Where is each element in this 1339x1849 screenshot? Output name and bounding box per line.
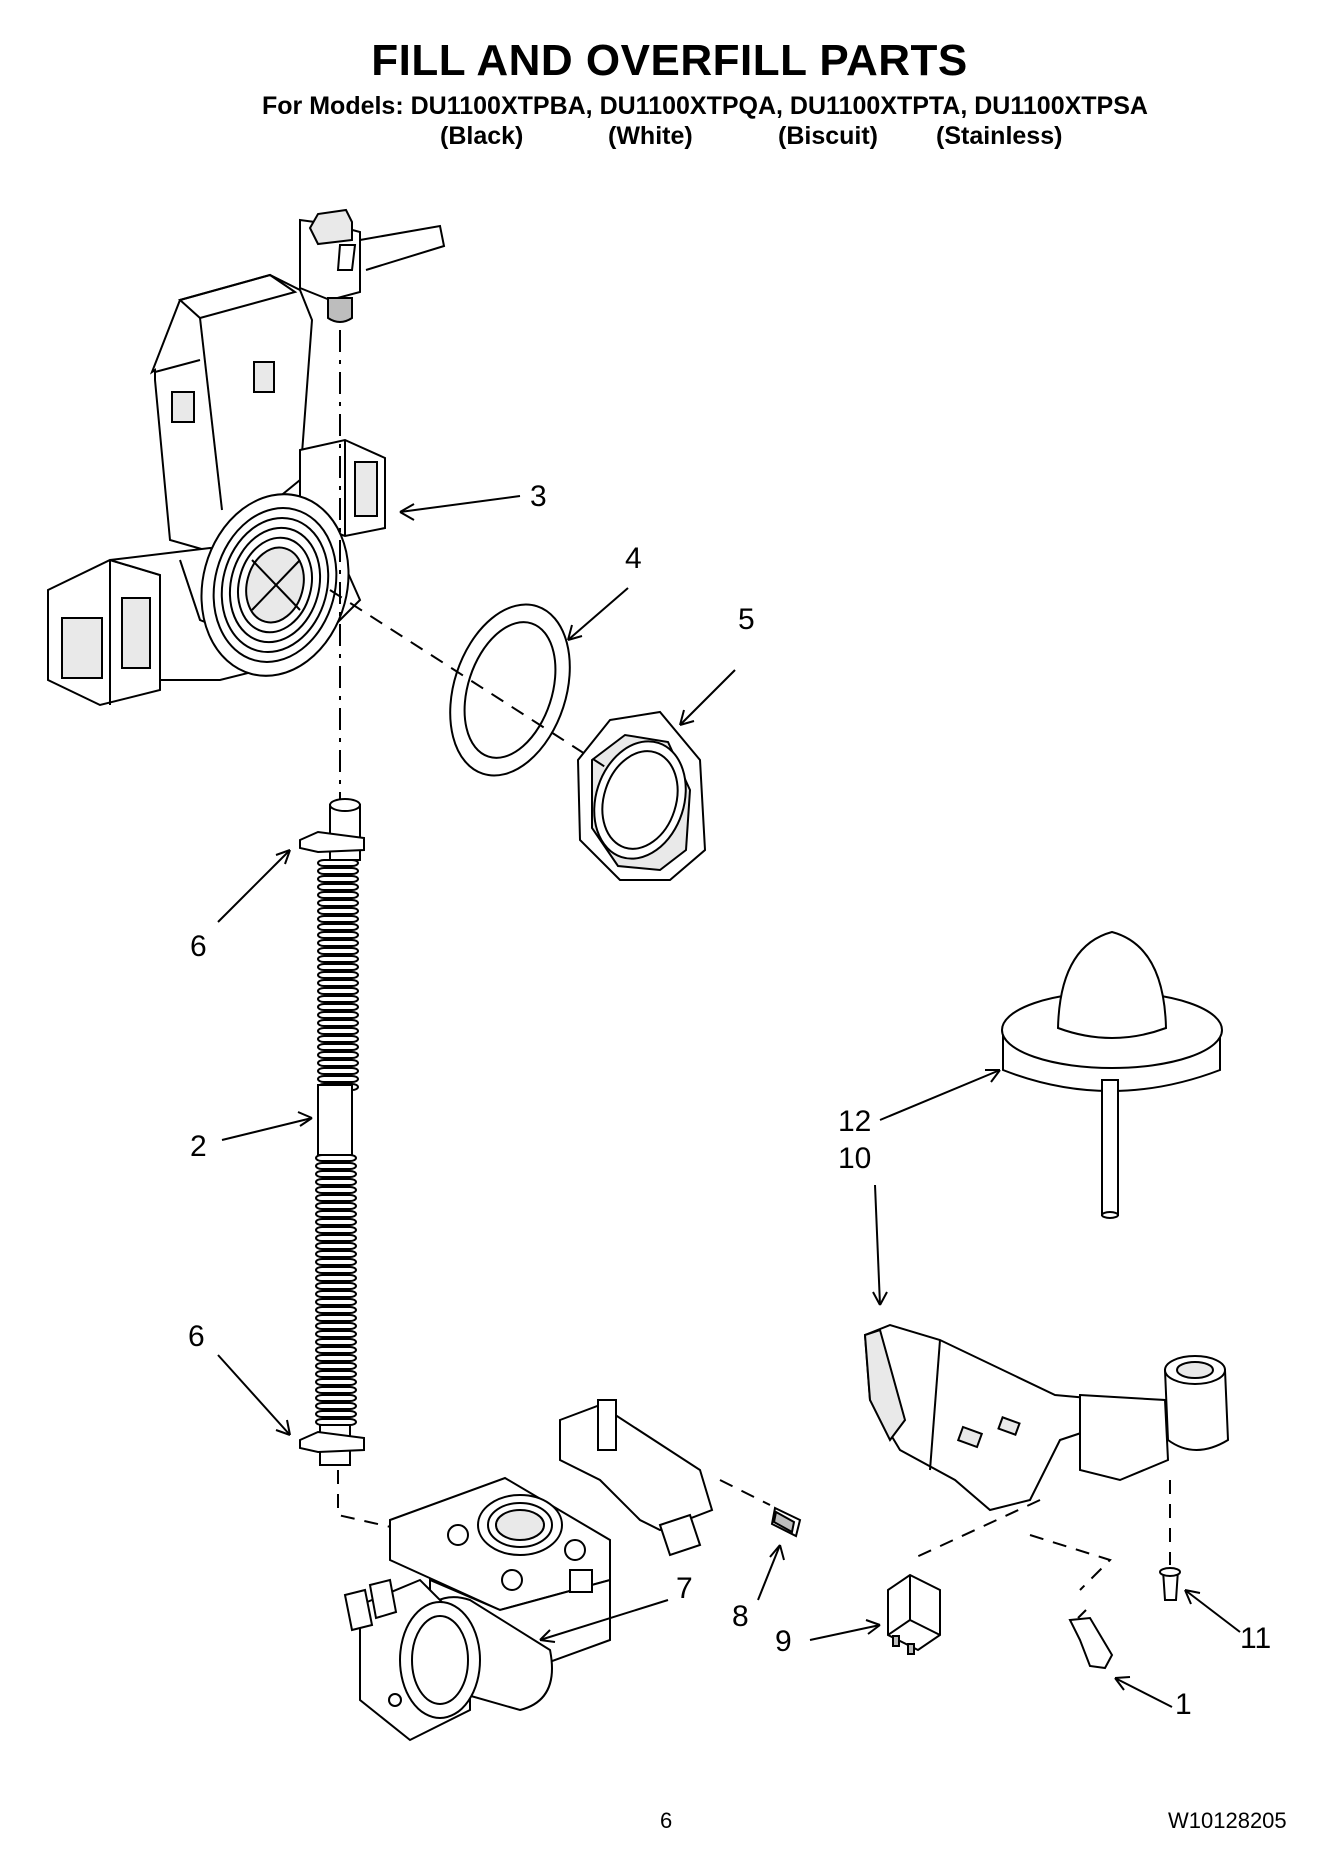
part-9-switch xyxy=(887,1573,941,1655)
callout-1: 1 xyxy=(1175,1688,1192,1721)
part-1-lever xyxy=(1068,1609,1114,1670)
part-7-water-valve xyxy=(343,1399,714,1742)
alignment-line-bracket-to-switch xyxy=(909,1499,1041,1561)
part-4-gasket xyxy=(449,603,571,777)
callout-arrows xyxy=(217,495,1241,1708)
part-10-float-bracket xyxy=(863,1323,1230,1512)
callout-11: 11 xyxy=(1240,1622,1272,1655)
color-biscuit: (Biscuit) xyxy=(778,122,878,150)
callout-9: 9 xyxy=(775,1625,792,1658)
callout-2: 2 xyxy=(190,1130,207,1163)
alignment-line-valve-to-screw xyxy=(719,1479,771,1506)
callout-8: 8 xyxy=(732,1600,749,1633)
callout-6-upper: 6 xyxy=(190,930,207,963)
color-white: (White) xyxy=(608,122,693,150)
part-11-screw xyxy=(1159,1567,1181,1601)
callout-6-lower: 6 xyxy=(188,1320,205,1353)
color-stainless: (Stainless) xyxy=(936,122,1063,150)
alignment-line-bracket-to-lever xyxy=(1029,1534,1112,1591)
callout-4: 4 xyxy=(625,542,642,575)
part-2-fill-hose xyxy=(299,798,365,1466)
callout-5: 5 xyxy=(738,603,755,636)
models-line: For Models: DU1100XTPBA, DU1100XTPQA, DU… xyxy=(262,92,1148,120)
callout-7: 7 xyxy=(676,1572,693,1605)
hose-corrugations-lower xyxy=(315,1154,357,1426)
callout-10: 10 xyxy=(838,1142,872,1175)
part-5-hex-nut xyxy=(576,710,707,881)
page-number: 6 xyxy=(660,1808,673,1833)
alignment-line-3-4-5 xyxy=(329,589,611,771)
part-3-fill-funnel xyxy=(47,208,446,707)
document-number: W10128205 xyxy=(1168,1808,1287,1833)
callout-12: 12 xyxy=(838,1105,872,1138)
callout-3: 3 xyxy=(530,480,547,513)
part-12-float xyxy=(1001,930,1223,1219)
part-8-screw xyxy=(770,1506,802,1538)
page-title: FILL AND OVERFILL PARTS xyxy=(371,36,968,85)
hose-corrugations-upper xyxy=(317,859,359,1091)
color-black: (Black) xyxy=(440,122,524,150)
